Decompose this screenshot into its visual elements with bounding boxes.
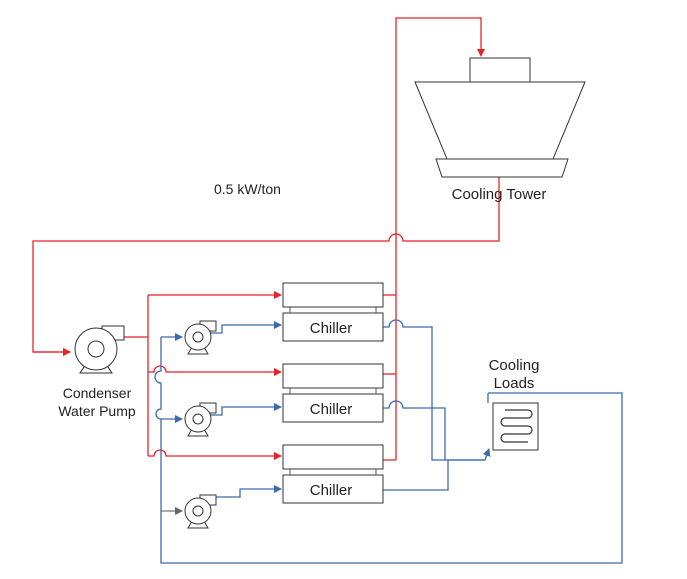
evaporator-outlet-1 xyxy=(383,319,485,461)
tower-fan xyxy=(469,57,531,83)
chiller-3-condenser xyxy=(282,444,384,470)
chiller-1-condenser xyxy=(282,282,384,308)
pump-1-impeller xyxy=(192,331,204,343)
chilled-water-loop xyxy=(154,319,623,564)
chiller-2-label: Chiller xyxy=(310,401,353,418)
cooling-loads-label-1: Cooling xyxy=(489,357,540,374)
tower-body xyxy=(414,81,586,160)
tower-supply-pipe xyxy=(395,17,485,460)
chiller-2-evaporator xyxy=(282,393,384,423)
chiller-3-label: Chiller xyxy=(310,482,353,499)
evaporator-feed-2 xyxy=(210,403,282,416)
chiller-1-evaporator xyxy=(282,312,384,342)
evaporator-feed-1 xyxy=(210,321,282,334)
condenser-branch-2 xyxy=(148,365,282,376)
pump-2-impeller xyxy=(192,413,204,425)
chiller-1-label: Chiller xyxy=(310,320,353,337)
pump-3-impeller xyxy=(192,505,204,517)
condenser-pump-impeller xyxy=(87,340,105,358)
pump-1-volute xyxy=(184,323,212,351)
efficiency-annotation: 0.5 kW/ton xyxy=(214,181,281,197)
tower-basin xyxy=(435,158,569,178)
chilled-water-pump-2 xyxy=(184,402,217,437)
chiller-1: Chiller xyxy=(282,282,384,342)
cooling-tower: Cooling Tower xyxy=(414,57,586,203)
condenser-water-loop xyxy=(32,17,500,461)
chilled-return-pipe xyxy=(160,392,623,564)
chilled-water-pump-1 xyxy=(184,320,217,355)
condenser-pump-label-1: Condenser xyxy=(63,385,132,401)
tower-return-pipe xyxy=(32,160,500,356)
chilled-water-pump-3 xyxy=(184,494,217,529)
chiller-2: Chiller xyxy=(282,363,384,423)
cooling-loads: Cooling Loads xyxy=(487,357,540,451)
pump-3-volute xyxy=(184,497,212,525)
chiller-3-evaporator xyxy=(282,474,384,504)
chilled-return-riser xyxy=(154,337,162,511)
chiller-3: Chiller xyxy=(282,444,384,504)
evaporator-feed-3 xyxy=(210,485,282,498)
evaporator-outlet-2 xyxy=(383,400,446,460)
cooling-tower-label: Cooling Tower xyxy=(452,186,547,203)
pump-2-volute xyxy=(184,405,212,433)
chiller-2-condenser xyxy=(282,363,384,389)
loads-supply-pipe xyxy=(448,448,491,461)
evaporator-outlet-3 xyxy=(383,460,449,491)
condenser-branch-3 xyxy=(148,449,282,460)
cooling-coil-icon xyxy=(500,409,533,443)
condenser-pump-volute xyxy=(74,327,118,371)
condenser-pump-label-2: Water Pump xyxy=(58,403,135,419)
cooling-loads-label-2: Loads xyxy=(494,375,535,392)
condenser-water-pump: Condenser Water Pump xyxy=(33,325,136,419)
